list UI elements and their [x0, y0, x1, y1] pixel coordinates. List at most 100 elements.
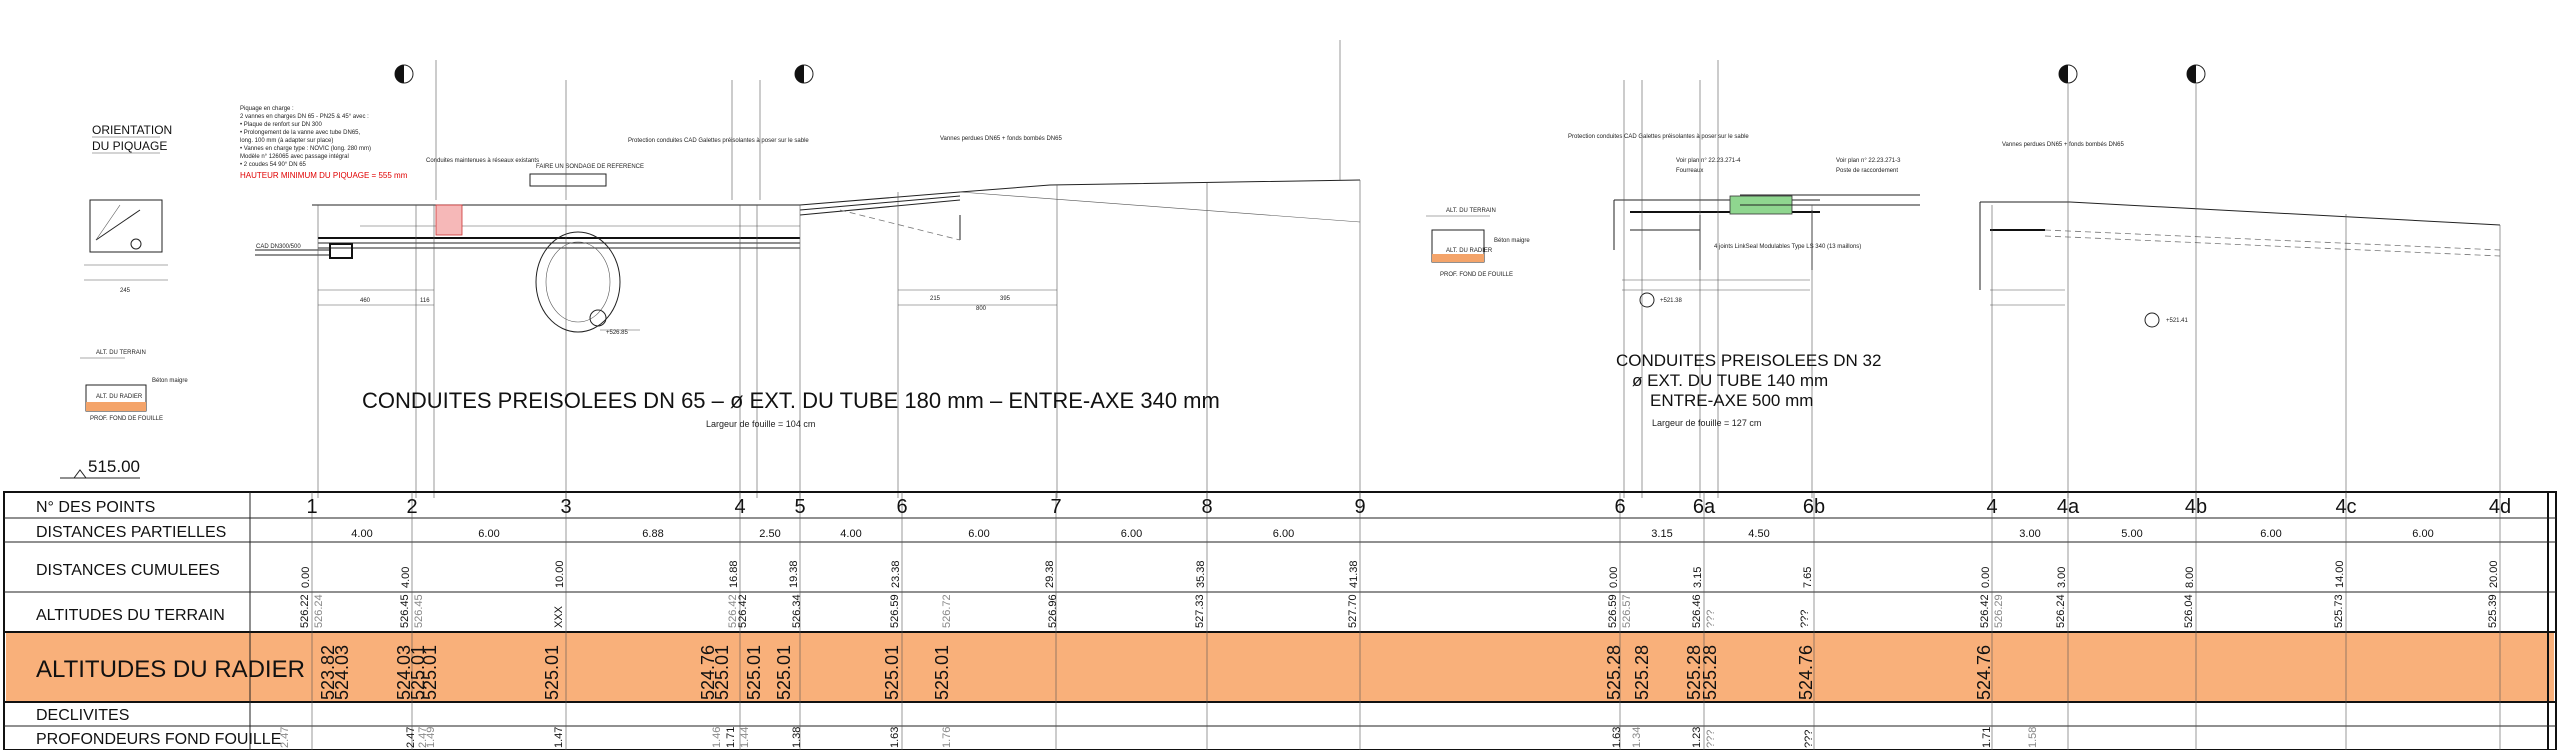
trench-depth: 2.47: [279, 727, 291, 748]
orientation-legend: ORIENTATION DU PIQUAGE 245 ALT. DU TERRA…: [60, 123, 188, 479]
trench-depth: 1.71: [725, 727, 737, 748]
trench-depth: 1.47: [553, 727, 565, 748]
terrain-altitude: ???: [1799, 610, 1811, 628]
terrain-altitude: 526.45: [413, 594, 425, 628]
svg-text:Piquage en charge :: Piquage en charge :: [240, 106, 294, 112]
elev-mark-1: +526.85: [606, 330, 629, 336]
cumulative-distance: 29.38: [1044, 560, 1056, 588]
piquage-warning: HAUTEUR MINIMUM DU PIQUAGE = 555 mm: [240, 171, 408, 180]
partial-distance: 4.00: [351, 528, 372, 540]
cumulative-distance: 7.65: [1802, 567, 1814, 588]
svg-text:• Prolongement de la vanne ave: • Prolongement de la vanne avec tube DN6…: [240, 130, 361, 136]
point-number: 3: [560, 496, 571, 518]
svg-text:2 vannes en charges DN 65 - PN: 2 vannes en charges DN 65 - PN25 & 45° a…: [240, 114, 369, 120]
radier-altitude: 525.01: [932, 645, 952, 700]
trench-depth: 1.71: [1981, 727, 1993, 748]
terrain-altitude: ???: [1705, 610, 1717, 628]
terrain-altitude: 526.22: [299, 594, 311, 628]
terrain-altitude: 525.39: [2487, 594, 2499, 628]
radier-altitude: 525.28: [1700, 645, 1720, 700]
radier-altitude: 523.82: [318, 645, 338, 700]
right-conduit-title-2: ø EXT. DU TUBE 140 mm: [1632, 371, 1828, 390]
trench-depth: ???: [1705, 730, 1717, 748]
terrain-altitude: 525.73: [2333, 594, 2345, 628]
partial-distance: 4.50: [1748, 528, 1769, 540]
radier-altitude: 525.01: [774, 645, 794, 700]
terrain-altitude: 526.72: [941, 594, 953, 628]
radier-altitude: 525.01: [882, 645, 902, 700]
row-label-partielles: DISTANCES PARTIELLES: [36, 524, 226, 541]
point-number: 4b: [2185, 496, 2207, 518]
radier-altitude: 525.01: [712, 645, 732, 700]
svg-text:4 joints LinkSeal Modulables T: 4 joints LinkSeal Modulables Type LS 340…: [1714, 244, 1861, 250]
partial-distance: 5.00: [2121, 528, 2142, 540]
terrain-altitude: 526.42: [1979, 594, 1991, 628]
trench-depth: 1.46: [711, 727, 723, 748]
cumulative-distance: 3.15: [1692, 567, 1704, 588]
partial-distance: 6.00: [2412, 528, 2433, 540]
svg-text:Voir plan n° 22.23.271-4: Voir plan n° 22.23.271-4: [1676, 158, 1741, 164]
svg-text:116: 116: [420, 298, 430, 304]
terrain-altitude: 526.04: [2183, 594, 2195, 628]
trench-depth: 1.63: [1611, 727, 1623, 748]
terrain-altitude: 526.24: [2055, 594, 2067, 628]
terrain-altitude: 527.70: [1347, 594, 1359, 628]
partial-distance: 6.88: [642, 528, 663, 540]
sondage-ellipse: [535, 231, 621, 333]
radier-altitude: 525.01: [744, 645, 764, 700]
trench-depth: 1.76: [941, 727, 953, 748]
radier-altitude: 524.76: [1796, 645, 1816, 700]
partial-distance: 2.50: [759, 528, 780, 540]
svg-text:+521.41: +521.41: [2166, 318, 2189, 324]
point-number: 7: [1050, 496, 1061, 518]
svg-text:+521.38: +521.38: [1660, 298, 1683, 304]
trench-depth: 1.44: [739, 727, 751, 748]
terrain-altitude: 526.29: [1993, 594, 2005, 628]
trench-section-right: ALT. DU TERRAIN ALT. DU RADIER PROF. FON…: [1426, 208, 1530, 278]
terrain-altitude: 526.42: [727, 594, 739, 628]
radier-altitude: 525.01: [542, 645, 562, 700]
terrain-altitude: 526.42: [737, 594, 749, 628]
svg-text:Vannes perdues DN65 + fonds bo: Vannes perdues DN65 + fonds bombés DN65: [2002, 142, 2124, 148]
right-conduit-title-3: ENTRE-AXE 500 mm: [1650, 391, 1813, 410]
terrain-altitude: 526.46: [1691, 594, 1703, 628]
left-profile: CAD DN300/500 460 116 215 395 800 +526.8…: [255, 40, 1361, 498]
row-label-profondeurs: PROFONDEURS FOND FOUILLE: [36, 731, 281, 748]
cumulative-distance: 0.00: [1980, 567, 1992, 588]
partial-distance: 6.00: [1273, 528, 1294, 540]
svg-text:FAIRE UN SONDAGE DE REFERENCE: FAIRE UN SONDAGE DE REFERENCE: [536, 164, 644, 170]
cumulative-distance: 0.00: [300, 567, 312, 588]
right-trench-width: Largeur de fouille = 127 cm: [1652, 418, 1761, 428]
row-label-terrain: ALTITUDES DU TERRAIN: [36, 607, 225, 624]
section-left-radier: ALT. DU RADIER: [96, 394, 143, 400]
partial-distance: 4.00: [840, 528, 861, 540]
row-label-points: N° DES POINTS: [36, 499, 155, 516]
terrain-altitude: 526.45: [399, 594, 411, 628]
cumulative-distance: 10.00: [554, 560, 566, 588]
left-conduit-title: CONDUITES PREISOLEES DN 65 – ø EXT. DU T…: [362, 388, 1220, 413]
svg-text:• Vannes en charge type : NOVI: • Vannes en charge type : NOVIC (long. 2…: [240, 146, 371, 152]
point-number: 9: [1354, 496, 1365, 518]
right-conduit-title-1: CONDUITES PREISOLEES DN 32: [1616, 351, 1881, 370]
svg-text:215: 215: [930, 296, 941, 302]
partial-distance: 3.15: [1651, 528, 1672, 540]
svg-text:long. 100 mm (à adapter sur pl: long. 100 mm (à adapter sur place): [240, 138, 333, 144]
point-number: 8: [1201, 496, 1212, 518]
cumulative-distance: 20.00: [2488, 560, 2500, 588]
trench-depth: 2.47: [405, 727, 417, 748]
cumulative-distance: 19.38: [788, 560, 800, 588]
trench-depth: ???: [1803, 730, 1815, 748]
cumulative-distance: 4.00: [400, 567, 412, 588]
far-right-profile: +521.41 Vannes perdues DN65 + fonds bomb…: [1979, 64, 2501, 498]
svg-text:• 2 coudes 54 90° DN 65: • 2 coudes 54 90° DN 65: [240, 162, 307, 168]
point-number: 4d: [2489, 496, 2511, 518]
row-label-radier: ALTITUDES DU RADIER: [36, 656, 305, 683]
trench-depth: 1.34: [1631, 727, 1643, 748]
section-left-fond: PROF. FOND DE FOUILLE: [90, 416, 163, 422]
svg-text:Voir plan n° 22.23.271-3: Voir plan n° 22.23.271-3: [1836, 158, 1901, 164]
radier-altitude: 524.03: [394, 645, 414, 700]
terrain-altitude: 527.33: [1194, 594, 1206, 628]
partial-distance: 6.00: [478, 528, 499, 540]
point-number: 2: [406, 496, 417, 518]
terrain-altitude: 526.59: [889, 594, 901, 628]
